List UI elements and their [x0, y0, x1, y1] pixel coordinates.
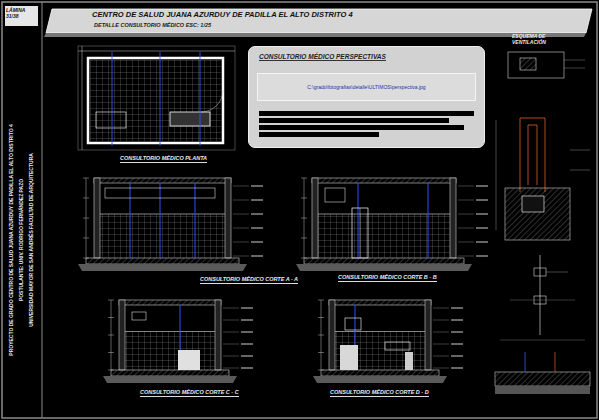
drawing-label: CONSULTORIO MÉDICO CORTE B - B	[338, 274, 437, 282]
drawing-label: CONSULTORIO MÉDICO PLANTA	[120, 155, 207, 163]
sheet-title: CENTRO DE SALUD JUANA AZURDUY DE PADILLA…	[92, 11, 353, 20]
title-block-text: PROYECTO DE GRADO CENTRO DE SALUD JUANA …	[9, 124, 15, 355]
drawing-label: ESQUEMA DE VENTILACIÓN	[512, 34, 572, 46]
title-block-text: UNIVERSIDAD MAYOR DE SAN ANDRÉS FACULTAD…	[29, 153, 35, 327]
section-drawing	[78, 178, 263, 271]
redacted-bar	[259, 118, 449, 123]
title-block-text: POSTULANTE: UNIV. RODRIGO FERNÁNDEZ PAZO	[19, 179, 25, 301]
drawing-label: CONSULTORIO MÉDICO CORTE D - D	[330, 389, 429, 397]
redacted-bar	[259, 132, 379, 137]
section-drawing	[296, 178, 488, 271]
section-drawing	[313, 300, 463, 383]
floor-plan	[78, 46, 235, 150]
redacted-bar	[259, 111, 474, 116]
redacted-bar	[259, 125, 464, 130]
drawing-label: CONSULTORIO MÉDICO CORTE A - A	[200, 276, 298, 284]
perspective-panel: CONSULTORIO MÉDICO PERSPECTIVAS C:\grado\…	[248, 46, 485, 148]
image-path: C:\grado\fotografias\detalle\ULTIMOS\per…	[257, 73, 476, 101]
drawing-label: CONSULTORIO MÉDICO CORTE C - C	[140, 389, 239, 397]
section-drawing	[103, 300, 253, 383]
construction-details	[495, 255, 590, 394]
panel-heading: CONSULTORIO MÉDICO PERSPECTIVAS	[259, 53, 386, 61]
ventilation-scheme	[496, 52, 590, 240]
sheet-number: LÁMINA 31/38	[6, 8, 37, 20]
sheet-subtitle: DETALLE CONSULTORIO MÉDICO ESC: 1/25	[94, 22, 211, 28]
